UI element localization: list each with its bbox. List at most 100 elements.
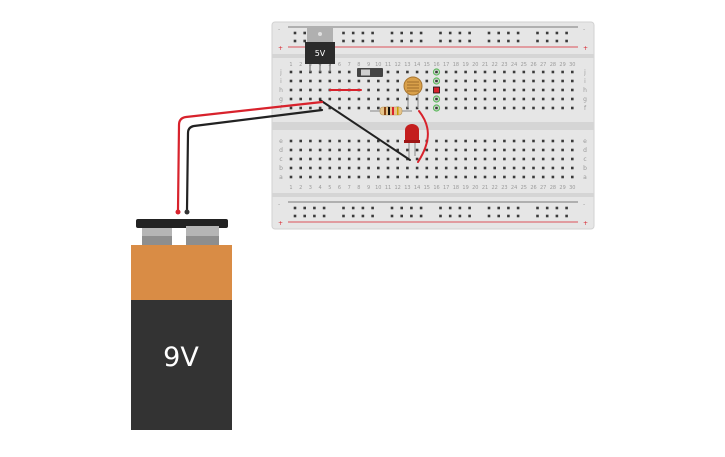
breadboard-hole[interactable] [541,139,545,143]
breadboard-hole[interactable] [444,97,448,101]
breadboard-hole[interactable] [448,39,452,43]
breadboard-hole[interactable] [561,166,564,170]
breadboard-hole[interactable] [497,206,500,210]
breadboard-hole[interactable] [522,148,526,152]
breadboard-hole[interactable] [377,157,380,161]
breadboard-hole[interactable] [406,70,409,74]
breadboard-hole[interactable] [289,139,293,143]
breadboard-hole[interactable] [493,70,496,74]
breadboard-hole[interactable] [289,88,293,92]
breadboard-hole[interactable] [507,214,510,218]
breadboard-hole[interactable] [464,166,467,170]
breadboard-hole[interactable] [377,88,380,92]
breadboard-hole[interactable] [541,106,545,110]
breadboard-hole[interactable] [454,70,458,74]
breadboard-hole[interactable] [293,31,297,35]
breadboard-hole[interactable] [415,157,419,161]
breadboard-hole[interactable] [406,166,409,170]
breadboard-hole[interactable] [322,214,326,218]
breadboard-hole[interactable] [503,166,506,170]
breadboard-hole[interactable] [516,39,520,43]
breadboard-hole[interactable] [474,166,477,170]
breadboard-hole[interactable] [390,206,394,210]
breadboard-hole[interactable] [571,175,574,179]
breadboard-hole[interactable] [516,214,520,218]
breadboard-hole[interactable] [561,88,564,92]
breadboard-hole[interactable] [318,157,322,161]
breadboard-hole[interactable] [464,157,467,161]
breadboard-hole[interactable] [415,148,419,152]
breadboard-hole[interactable] [435,148,438,152]
breadboard-hole[interactable] [551,175,555,179]
breadboard-hole[interactable] [309,97,312,101]
breadboard-hole[interactable] [367,97,370,101]
breadboard-hole[interactable] [464,139,467,143]
breadboard-hole[interactable] [507,206,510,210]
breadboard-hole[interactable] [367,166,370,170]
breadboard-hole[interactable] [367,148,370,152]
breadboard-hole[interactable] [454,139,458,143]
breadboard-hole[interactable] [415,70,419,74]
breadboard-hole[interactable] [377,166,380,170]
breadboard-hole[interactable] [367,79,370,83]
breadboard-hole[interactable] [419,31,423,35]
resistor[interactable] [370,106,412,116]
breadboard-hole[interactable] [410,214,413,218]
breadboard-hole[interactable] [444,79,448,83]
breadboard-hole[interactable] [483,157,487,161]
breadboard-hole[interactable] [303,31,306,35]
breadboard-hole[interactable] [512,88,516,92]
breadboard-hole[interactable] [299,148,302,152]
breadboard-hole[interactable] [458,31,462,35]
breadboard-hole[interactable] [318,88,322,92]
breadboard-hole[interactable] [532,166,535,170]
breadboard-hole[interactable] [512,97,516,101]
breadboard-hole[interactable] [415,175,419,179]
breadboard-hole[interactable] [289,70,293,74]
breadboard-hole[interactable] [309,166,312,170]
breadboard-hole[interactable] [299,157,302,161]
breadboard-hole[interactable] [318,148,322,152]
breadboard-hole[interactable] [415,97,419,101]
breadboard-hole[interactable] [406,97,409,101]
breadboard-hole[interactable] [522,175,526,179]
breadboard-hole[interactable] [474,139,477,143]
breadboard-hole[interactable] [396,148,399,152]
breadboard-hole[interactable] [386,97,390,101]
breadboard-hole[interactable] [483,139,487,143]
breadboard-hole[interactable] [410,206,413,210]
breadboard-hole[interactable] [516,206,520,210]
breadboard-hole[interactable] [454,157,458,161]
breadboard-hole[interactable] [571,79,574,83]
breadboard-hole[interactable] [328,97,332,101]
breadboard-hole[interactable] [396,157,399,161]
breadboard-hole[interactable] [454,88,458,92]
breadboard-hole[interactable] [536,214,539,218]
breadboard-hole[interactable] [474,157,477,161]
breadboard-hole[interactable] [367,157,370,161]
breadboard-hole[interactable] [386,88,390,92]
breadboard-hole[interactable] [328,166,332,170]
breadboard-hole[interactable] [338,157,341,161]
breadboard-hole[interactable] [367,139,370,143]
breadboard-hole[interactable] [347,148,351,152]
breadboard-hole[interactable] [458,39,462,43]
photoresistor[interactable] [403,76,423,108]
breadboard-hole[interactable] [435,106,438,110]
breadboard-hole[interactable] [439,31,442,35]
breadboard-hole[interactable] [338,175,341,179]
breadboard-hole[interactable] [454,97,458,101]
breadboard-hole[interactable] [415,166,419,170]
breadboard-hole[interactable] [425,70,429,74]
breadboard-hole[interactable] [464,106,467,110]
breadboard-hole[interactable] [454,166,458,170]
breadboard-hole[interactable] [396,79,399,83]
breadboard-hole[interactable] [406,175,409,179]
breadboard-hole[interactable] [493,88,496,92]
breadboard-hole[interactable] [322,206,326,210]
breadboard-hole[interactable] [347,175,351,179]
breadboard-hole[interactable] [493,157,496,161]
breadboard-hole[interactable] [444,139,448,143]
breadboard-hole[interactable] [483,79,487,83]
breadboard-hole[interactable] [299,106,302,110]
